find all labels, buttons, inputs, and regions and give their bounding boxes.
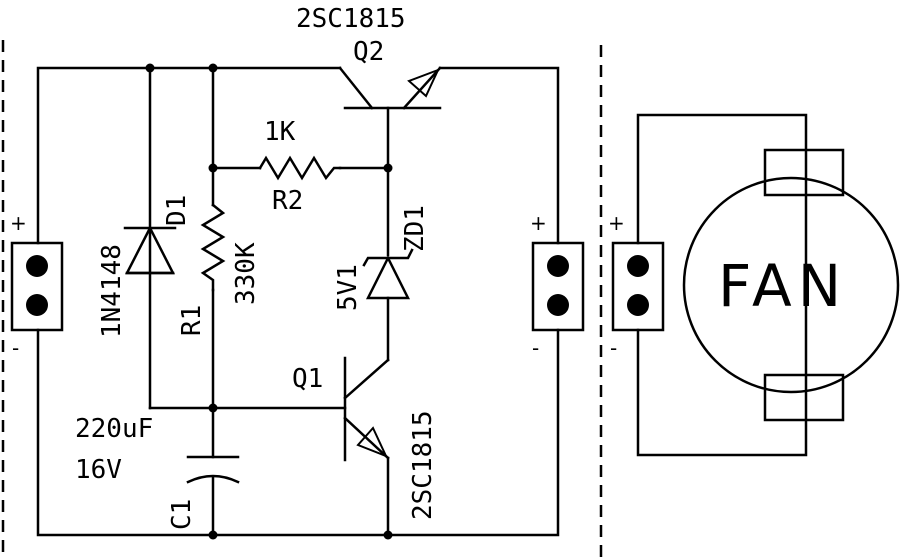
bottom-rail <box>36 328 560 537</box>
fan-label: FAN <box>718 252 847 320</box>
d1-part-label: 1N4148 <box>97 244 127 338</box>
junction-dot <box>383 163 393 173</box>
left-plus-sign: + <box>10 211 27 235</box>
middle-plus-sign: + <box>530 211 547 235</box>
resistor-r2 <box>258 155 342 181</box>
connector-middle <box>531 241 585 332</box>
connector-left <box>10 241 64 332</box>
r2-value-label: 1K <box>264 117 296 147</box>
wires <box>36 66 560 537</box>
c1-voltage-label: 16V <box>75 455 122 485</box>
connector-right <box>611 241 665 332</box>
r1-ref-label: R1 <box>177 305 207 336</box>
junction-dots <box>145 63 393 540</box>
fan-wire <box>636 113 808 457</box>
d1-ref-label: D1 <box>162 195 192 226</box>
c1-value-label: 220uF <box>75 414 153 444</box>
junction-dot <box>208 403 218 413</box>
connector-pin <box>627 255 649 277</box>
fan-body <box>682 176 900 394</box>
fan-top-tab <box>763 148 845 197</box>
c1-ref-label: C1 <box>167 499 197 530</box>
top-rail-right <box>438 66 560 245</box>
q2-collector <box>338 66 374 110</box>
left-minus-sign: - <box>12 336 19 360</box>
fan-bottom-tab <box>763 373 845 422</box>
zd1-value-label: 5V1 <box>333 264 363 311</box>
resistor-r1 <box>200 203 226 292</box>
q2-ref-label: Q2 <box>353 37 384 67</box>
q1-emitter-arrow-icon <box>356 426 388 458</box>
connector-pin <box>547 255 569 277</box>
connector-body <box>10 241 64 332</box>
r2-ref-label: R2 <box>272 186 303 216</box>
q2-part-label: 2SC1815 <box>296 4 406 34</box>
right-plus-sign: + <box>608 211 625 235</box>
connector-pin <box>26 294 48 316</box>
transistor-q2 <box>338 66 442 110</box>
junction-dot <box>208 530 218 540</box>
q1-ref-label: Q1 <box>292 364 323 394</box>
q1-collector <box>343 358 390 400</box>
q2-emitter-arrow-icon <box>407 68 440 98</box>
junction-dot <box>208 63 218 73</box>
q1-part-label: 2SC1815 <box>408 410 438 520</box>
q2-emitter <box>402 66 442 110</box>
top-rail-left <box>36 66 342 245</box>
capacitor-c1 <box>186 455 240 484</box>
diode-d1 <box>123 225 177 275</box>
r1-value-label: 330K <box>231 242 261 305</box>
junction-dot <box>145 63 155 73</box>
zener-zd1 <box>362 248 414 300</box>
transistor-q1 <box>343 356 390 462</box>
q1-emitter <box>343 416 390 460</box>
junction-dot <box>383 530 393 540</box>
junction-dot <box>208 163 218 173</box>
fan-motor: FAN <box>636 113 900 457</box>
connector-body <box>531 241 585 332</box>
connector-pin <box>547 294 569 316</box>
c1-plate-bottom <box>186 474 240 484</box>
connector-pin <box>26 255 48 277</box>
right-minus-sign: - <box>610 336 617 360</box>
connector-pin <box>627 294 649 316</box>
zd1-ref-label: ZD1 <box>400 205 430 252</box>
zd1-triangle <box>365 255 411 300</box>
middle-minus-sign: - <box>532 336 539 360</box>
